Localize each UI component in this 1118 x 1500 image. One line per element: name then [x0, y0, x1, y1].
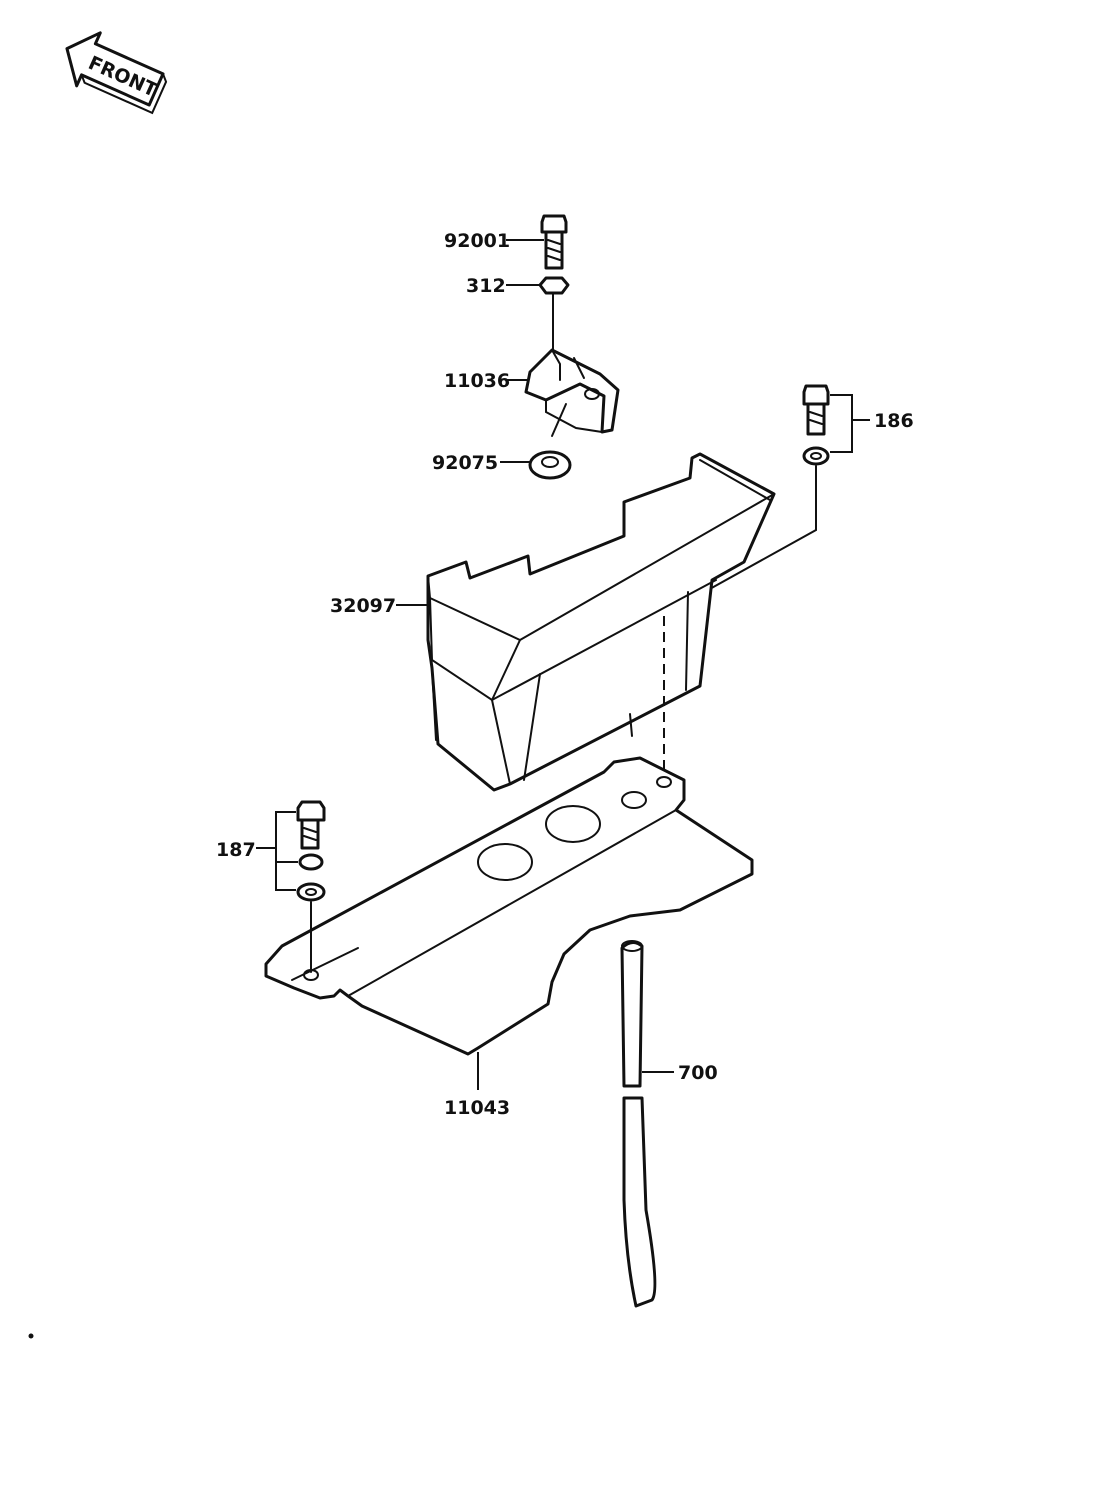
nut-312-drawing: [538, 276, 570, 295]
callout-32097: 32097: [330, 595, 396, 617]
callout-700: 700: [678, 1062, 718, 1084]
callout-11036: 11036: [444, 370, 510, 392]
bracket-11036-drawing: [524, 348, 620, 434]
callout-92075: 92075: [432, 452, 498, 474]
battery-case-32097-drawing: [426, 452, 776, 792]
callout-186: 186: [874, 410, 914, 432]
bolt-186-drawing: [802, 384, 830, 466]
plate-11043-drawing: [264, 756, 754, 1056]
callout-187: 187: [216, 839, 256, 861]
bolt-187-drawing: [296, 800, 326, 902]
bolt-92001-drawing: [540, 214, 568, 270]
callout-11043: 11043: [444, 1097, 510, 1119]
front-direction-arrow-icon: FRONT: [65, 31, 168, 115]
vent-tube-700-drawing: [620, 940, 657, 1308]
callout-312: 312: [466, 275, 506, 297]
stray-dot: [28, 1333, 34, 1339]
callout-92001: 92001: [444, 230, 510, 252]
damper-92075-drawing: [528, 450, 572, 480]
